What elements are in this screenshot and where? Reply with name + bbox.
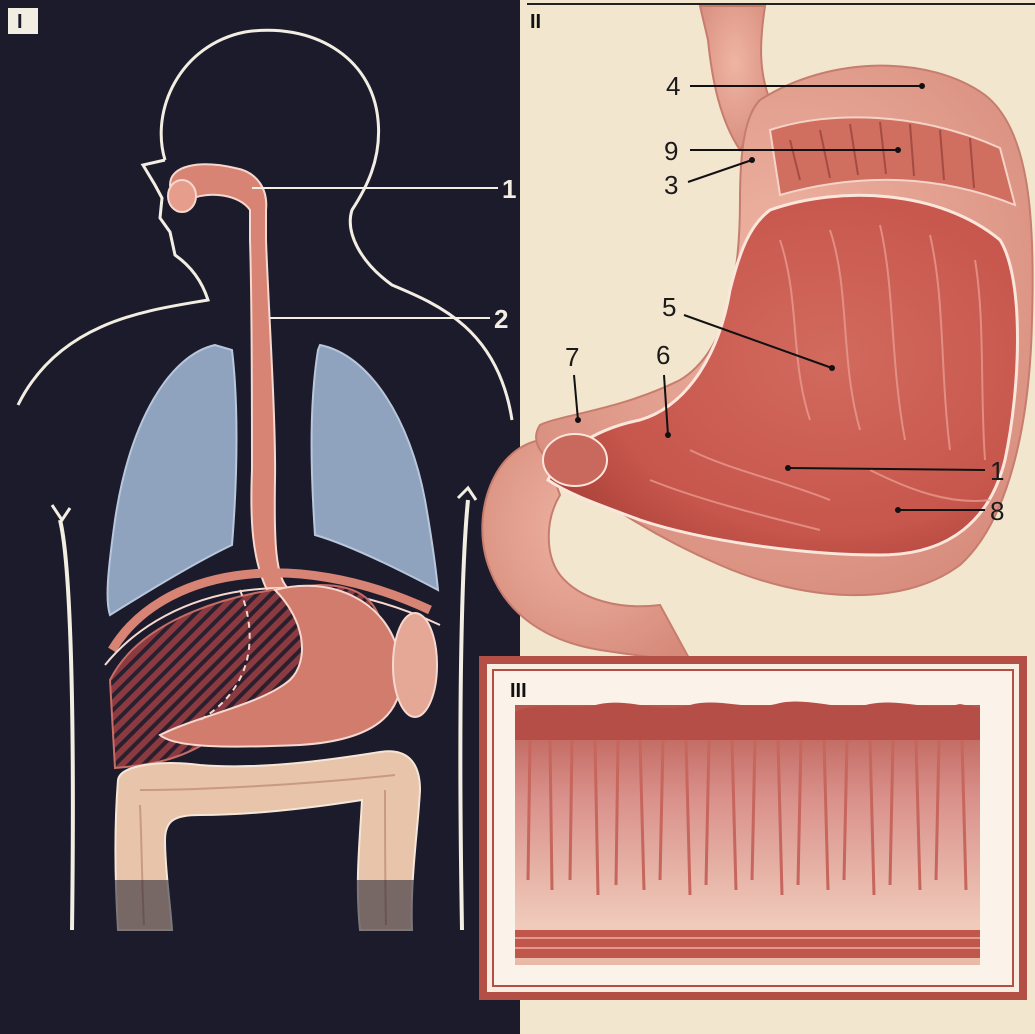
muscularis-band [515,930,980,958]
pointer-dot-8 [895,507,901,513]
left-label-1: 1 [502,174,516,204]
panel-mark-i-box [8,8,38,34]
pointer-dot-6 [665,432,671,438]
left-label-2: 2 [494,304,508,334]
panel-mark-ii: II [530,11,541,33]
intestine-fade [100,880,430,970]
pylorus [543,434,607,486]
panel-mark-iii: III [510,680,527,702]
right-label-1: 1 [990,456,1004,486]
right-label-3: 3 [664,170,678,200]
right-label-9: 9 [664,136,678,166]
gastric-mucosa-section [515,705,980,965]
right-label-7: 7 [565,342,579,372]
spleen [393,613,437,717]
right-label-4: 4 [666,71,680,101]
pointer-dot-5 [829,365,835,371]
pointer-dot-7 [575,417,581,423]
right-label-8: 8 [990,496,1004,526]
pointer-dot-4 [919,83,925,89]
mucosa-surface [515,702,980,740]
mouth-cavity [168,180,196,212]
panel-mark-i: I [17,11,23,33]
pointer-dot-9 [895,147,901,153]
right-label-5: 5 [662,292,676,322]
pointer-dot-3 [749,157,755,163]
right-label-6: 6 [656,340,670,370]
pointer-dot-1r [785,465,791,471]
